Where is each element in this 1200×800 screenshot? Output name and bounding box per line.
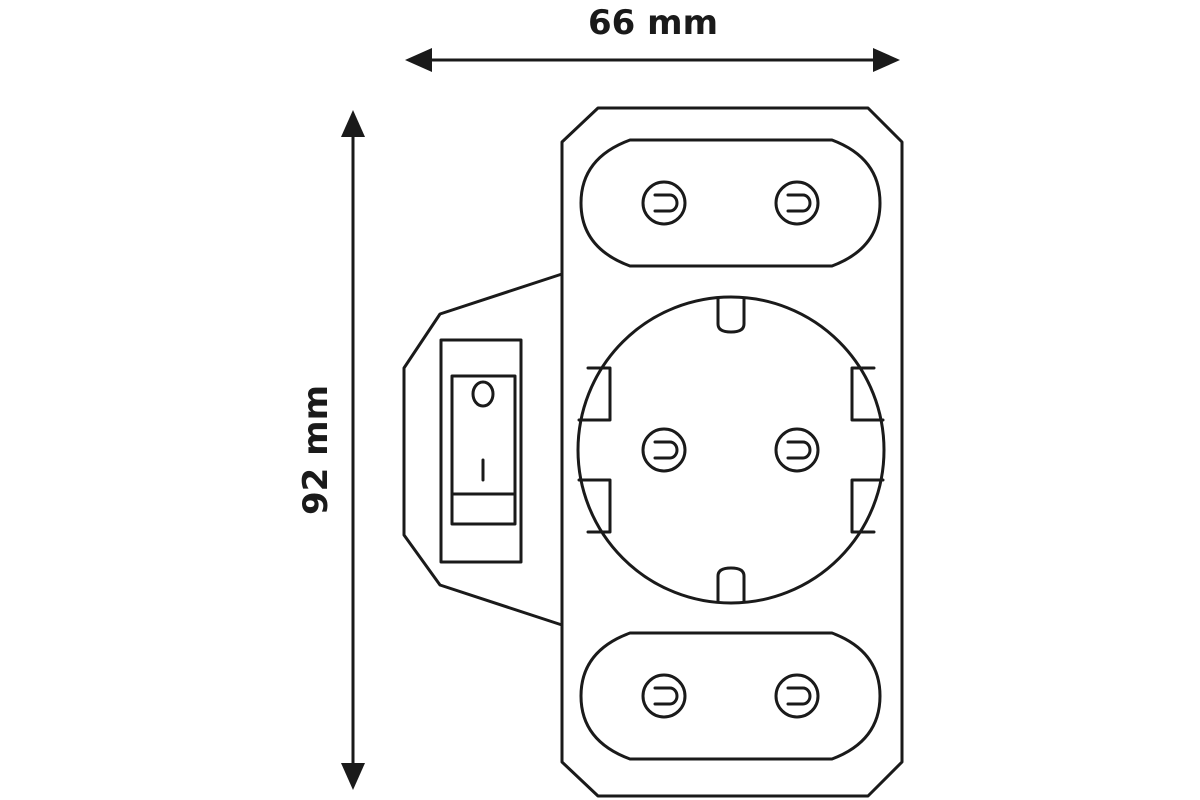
- schuko-notch-left-bottom: [577, 478, 612, 534]
- pin-hole-icon: [641, 180, 687, 226]
- pin-hole-icon: [641, 673, 687, 719]
- rocker-switch: [450, 374, 517, 526]
- height-label: 92 mm: [296, 385, 336, 515]
- euro-socket-top: [579, 138, 882, 268]
- euro-socket-top-outline: [579, 138, 882, 268]
- adapter-body-outline: [560, 106, 904, 798]
- adapter-body: [560, 106, 904, 798]
- pin-hole-icon: [774, 180, 820, 226]
- schuko-notch-left-top: [577, 366, 612, 422]
- width-label: 66 mm: [588, 3, 718, 43]
- earth-clip-bottom-icon: [716, 566, 746, 604]
- pin-hole-icon: [774, 673, 820, 719]
- euro-socket-bottom: [579, 631, 882, 761]
- switch-housing: [402, 272, 564, 627]
- width-dimension: 66 mm: [405, 3, 900, 72]
- schuko-socket: [576, 295, 886, 605]
- schuko-notch-right-bottom: [850, 478, 885, 534]
- height-dimension: 92 mm: [296, 110, 365, 790]
- pin-hole-icon: [774, 427, 820, 473]
- switch-bezel: [439, 338, 523, 564]
- height-arrow-top: [341, 110, 365, 137]
- height-arrow-bottom: [341, 763, 365, 790]
- pin-hole-icon: [641, 427, 687, 473]
- width-arrow-left: [405, 48, 432, 72]
- euro-socket-bottom-outline: [579, 631, 882, 761]
- switch-housing-outline: [402, 272, 564, 627]
- schuko-notch-right-top: [850, 366, 885, 422]
- width-arrow-right: [873, 48, 900, 72]
- earth-clip-top-icon: [716, 296, 746, 334]
- schuko-socket-outline: [576, 295, 886, 605]
- switch-off-mark-icon: [471, 380, 495, 408]
